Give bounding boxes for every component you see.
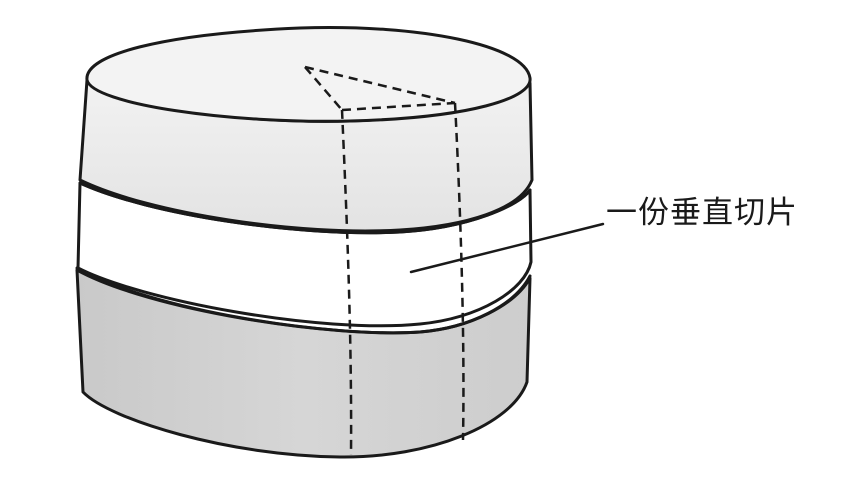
callout-label: 一份垂直切片 [606,195,798,231]
vertical-slice-outline [304,65,465,456]
slice-front-edge-right [453,102,465,441]
callout-leader-line [409,222,605,274]
bottom-layer-rim [75,266,532,335]
slice-top-edge-front [341,101,456,112]
top-face [85,26,532,123]
slice-top-edge-left [304,66,343,111]
top-middle-seam [78,181,532,235]
slice-top-edge-right [304,65,456,105]
slice-front-edge-left [340,109,353,456]
